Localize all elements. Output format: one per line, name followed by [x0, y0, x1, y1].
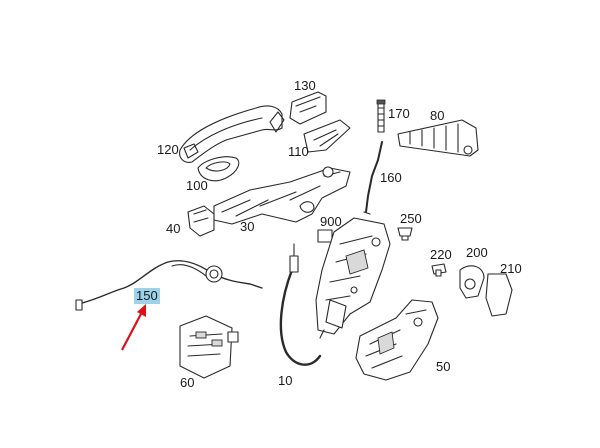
label-900: 900 [320, 214, 342, 229]
part-150-cable [75, 260, 263, 311]
part-220-bolt [431, 263, 447, 277]
label-120: 120 [157, 142, 179, 157]
part-110-trim-plate [303, 119, 351, 153]
label-80: 80 [430, 108, 445, 123]
part-900-pad [317, 229, 333, 243]
part-210-plate [485, 273, 513, 317]
part-10-cable [279, 243, 322, 366]
part-lock-assembly [315, 217, 391, 339]
label-200: 200 [466, 245, 488, 260]
label-250: 250 [400, 211, 422, 226]
label-110: 110 [288, 144, 309, 159]
label-130: 130 [294, 78, 316, 93]
part-120-outer-handle [179, 105, 285, 163]
label-160: 160 [380, 170, 402, 185]
part-60-module [179, 315, 239, 379]
part-250-screw [397, 227, 413, 241]
part-30-carrier [213, 166, 351, 225]
label-30: 30 [240, 219, 255, 234]
part-100-bezel [197, 156, 240, 182]
part-40-clip [187, 205, 215, 237]
label-100: 100 [186, 178, 208, 193]
label-10: 10 [278, 373, 293, 388]
part-160-rod [363, 141, 383, 215]
label-50: 50 [436, 359, 451, 374]
label-150-highlighted: 150 [134, 288, 160, 304]
part-200-striker [459, 265, 485, 299]
label-220: 220 [430, 247, 452, 262]
label-60: 60 [180, 375, 195, 390]
part-130-handle-cap [289, 91, 327, 125]
label-210: 210 [500, 261, 522, 276]
label-170: 170 [388, 106, 410, 121]
part-50-latch-bracket [355, 299, 439, 381]
label-40: 40 [166, 221, 181, 236]
part-80-bracket [397, 119, 479, 157]
part-170-pin [376, 99, 386, 133]
red-arrow [121, 304, 146, 351]
